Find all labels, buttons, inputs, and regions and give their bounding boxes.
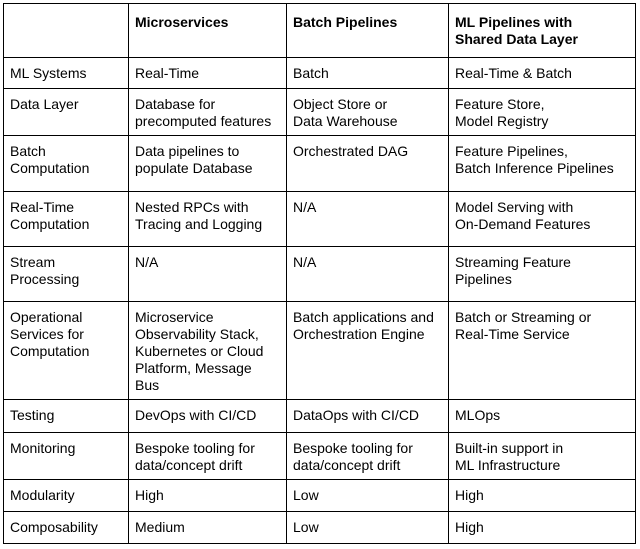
- header-cell-ml-pipelines: ML Pipelines with Shared Data Layer: [448, 2, 636, 59]
- table-cell: Built-in support in ML Infrastructure: [448, 431, 636, 480]
- table-row: Monitoring Bespoke tooling for data/conc…: [3, 431, 636, 480]
- table-cell: High: [128, 478, 287, 512]
- table-cell: N/A: [128, 245, 287, 303]
- row-label-cell: Modularity: [3, 478, 129, 512]
- table-cell: Real-Time & Batch: [448, 57, 636, 90]
- table-cell: Batch: [286, 57, 449, 90]
- comparison-table: Microservices Batch Pipelines ML Pipelin…: [3, 2, 636, 545]
- table-cell: Model Serving with On-Demand Features: [448, 190, 636, 247]
- table-cell: Streaming Feature Pipelines: [448, 245, 636, 303]
- table-header-row: Microservices Batch Pipelines ML Pipelin…: [3, 2, 636, 59]
- table-cell: Microservice Observability Stack, Kubern…: [128, 301, 287, 401]
- table-cell: Bespoke tooling for data/concept drift: [128, 431, 287, 480]
- table-row: Operational Services for Computation Mic…: [3, 301, 636, 401]
- header-cell-batch-pipelines: Batch Pipelines: [286, 2, 449, 59]
- table-cell: High: [448, 478, 636, 512]
- table-row: Batch Computation Data pipelines to popu…: [3, 135, 636, 192]
- table-row: Data Layer Database for precomputed feat…: [3, 88, 636, 137]
- table-cell: MLOps: [448, 399, 636, 433]
- table-row: ML Systems Real-Time Batch Real-Time & B…: [3, 57, 636, 90]
- table-row: Modularity High Low High: [3, 478, 636, 512]
- table-cell: Low: [286, 478, 449, 512]
- table-cell: Nested RPCs with Tracing and Logging: [128, 190, 287, 247]
- row-label-cell: Batch Computation: [3, 135, 129, 192]
- header-cell-microservices: Microservices: [128, 2, 287, 59]
- row-label-cell: Composability: [3, 510, 129, 545]
- row-label-cell: Data Layer: [3, 88, 129, 137]
- row-label-cell: ML Systems: [3, 57, 129, 90]
- table-cell: Feature Store, Model Registry: [448, 88, 636, 137]
- table-cell: N/A: [286, 190, 449, 247]
- table-cell: High: [448, 510, 636, 545]
- table-row: Testing DevOps with CI/CD DataOps with C…: [3, 399, 636, 433]
- row-label-cell: Monitoring: [3, 431, 129, 480]
- table-cell: Feature Pipelines, Batch Inference Pipel…: [448, 135, 636, 192]
- table-cell: Low: [286, 510, 449, 545]
- table-row: Composability Medium Low High: [3, 510, 636, 545]
- row-label-cell: Stream Processing: [3, 245, 129, 303]
- table-row: Stream Processing N/A N/A Streaming Feat…: [3, 245, 636, 303]
- row-label-cell: Real-Time Computation: [3, 190, 129, 247]
- table-cell: Medium: [128, 510, 287, 545]
- row-label-cell: Operational Services for Computation: [3, 301, 129, 401]
- table-cell: Bespoke tooling for data/concept drift: [286, 431, 449, 480]
- table-cell: Batch or Streaming or Real-Time Service: [448, 301, 636, 401]
- header-cell-empty: [3, 2, 129, 59]
- table-cell: Batch applications and Orchestration Eng…: [286, 301, 449, 401]
- row-label-cell: Testing: [3, 399, 129, 433]
- table-cell: DataOps with CI/CD: [286, 399, 449, 433]
- table-cell: DevOps with CI/CD: [128, 399, 287, 433]
- table-cell: Object Store or Data Warehouse: [286, 88, 449, 137]
- table-cell: Database for precomputed features: [128, 88, 287, 137]
- table-row: Real-Time Computation Nested RPCs with T…: [3, 190, 636, 247]
- table-cell: Data pipelines to populate Database: [128, 135, 287, 192]
- table-cell: N/A: [286, 245, 449, 303]
- table-cell: Real-Time: [128, 57, 287, 90]
- table-cell: Orchestrated DAG: [286, 135, 449, 192]
